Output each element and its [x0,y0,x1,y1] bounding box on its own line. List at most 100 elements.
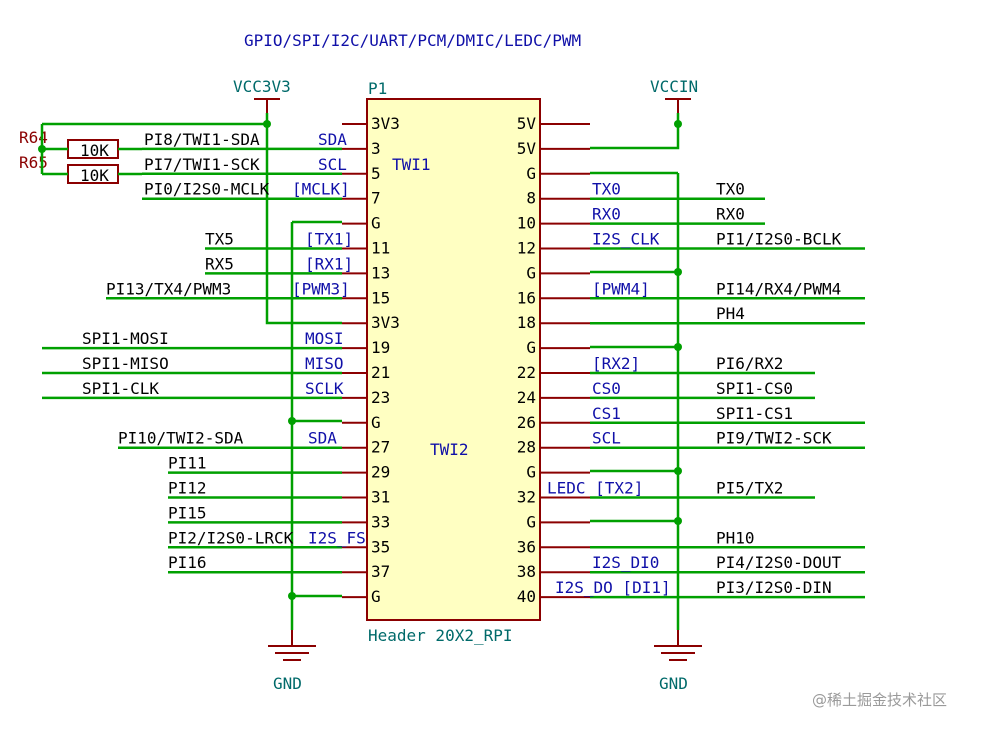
signal-label: CS0 [592,379,621,398]
pin-number: 22 [517,363,536,382]
signal-label: TX0 [592,180,621,199]
pin-number: 8 [526,189,536,208]
left-pin-12: G [342,413,381,432]
pin-number: 29 [371,463,390,482]
twi2-label: TWI2 [430,440,469,459]
pin-number: 28 [517,438,536,457]
vcc3v3-label: VCC3V3 [233,77,291,96]
vccin-label: VCCIN [650,77,698,96]
pin-number: 11 [371,239,390,258]
right-pin-3: 8 TX0 TX0 [526,180,765,208]
pin-number: 31 [371,488,390,507]
signal-label: [TX1] [305,230,353,249]
pin-number: 13 [371,263,390,282]
signal-label: I2S_DO [DI1] [555,578,671,597]
pin-number: 7 [371,189,381,208]
pin-number: 24 [517,388,536,407]
r64-ref: R64 [19,128,48,147]
pin-number: 5 [371,164,381,183]
net-label: PI6/RX2 [716,354,783,373]
net-label: PI1/I2S0-BCLK [716,230,842,249]
net-label: SPI1-MISO [82,354,169,373]
net-label: PI3/I2S0-DIN [716,578,832,597]
net-label: PI9/TWI2-SCK [716,429,832,448]
net-label: RX5 [205,254,234,273]
left-pin-0: 3V3 [342,114,400,133]
schematic-title: GPIO/SPI/I2C/UART/PCM/DMIC/LEDC/PWM [244,31,581,50]
pin-number: 40 [517,587,536,606]
right-pin-9: G [526,338,590,357]
pin-number: 16 [517,288,536,307]
pin-number: 3 [371,139,381,158]
left-pin-5: 11 TX5 [TX1] [205,230,390,258]
signal-label: I2S_FS [308,528,366,547]
pin-number: 38 [517,562,536,581]
pin-number: 10 [517,214,536,233]
pin-number: 12 [517,239,536,258]
net-label: PI10/TWI2-SDA [118,429,244,448]
net-label: TX0 [716,180,745,199]
pin-number: 18 [517,313,536,332]
pin-number: 19 [371,338,390,357]
pin-number: 5V [517,139,537,158]
pin-number: 21 [371,363,390,382]
r65-ref: R65 [19,153,48,172]
vccin-wire [590,113,680,150]
junction-dot [674,467,682,475]
pin-number: 35 [371,537,390,556]
signal-label: SCLK [305,379,344,398]
gnd-symbol-left [268,630,316,661]
twi1-label: TWI1 [392,155,431,174]
pin-number: G [526,263,536,282]
net-label: PI0/I2S0-MCLK [144,180,270,199]
net-label: SPI1-CS1 [716,404,793,423]
net-label: PI8/TWI1-SDA [144,130,260,149]
junction-dot [674,268,682,276]
net-label: TX5 [205,230,234,249]
junction-dot [674,517,682,525]
pin-number: 33 [371,512,390,531]
pin-number: 26 [517,413,536,432]
junction-dot [674,343,682,351]
component-value: Header 20X2_RPI [368,626,513,645]
right-pin-14: G [526,463,590,482]
net-label: PI15 [168,503,207,522]
net-label: RX0 [716,205,745,224]
net-label: PI16 [168,553,207,572]
junction-dot [38,145,46,153]
pin-number: G [371,587,381,606]
net-label: PI11 [168,454,207,473]
signal-label: [PWM3] [292,279,350,298]
junction-dot [288,592,296,600]
header-body [366,98,541,621]
pin-number: 3V3 [371,114,400,133]
right-pin-11: 24 SPI1-CS0 CS0 [517,379,815,407]
left-gnd-wire [290,220,342,630]
net-label: PI12 [168,479,207,498]
right-pin-16: G [526,512,590,531]
component-ref: P1 [368,79,387,98]
pin-number: G [371,214,381,233]
signal-label: SCL [318,155,347,174]
net-label: PI5/TX2 [716,479,783,498]
net-label: PI14/RX4/PWM4 [716,279,841,298]
gnd-symbol-right [654,630,702,661]
right-gnd-wire [590,171,680,630]
net-label: SPI1-CS0 [716,379,793,398]
net-label: PI7/TWI1-SCK [144,155,260,174]
left-pin-2: 5 PI7/TWI1-SCK SCL [142,155,381,183]
pin-number: 32 [517,488,536,507]
resistor-wires [40,122,267,176]
